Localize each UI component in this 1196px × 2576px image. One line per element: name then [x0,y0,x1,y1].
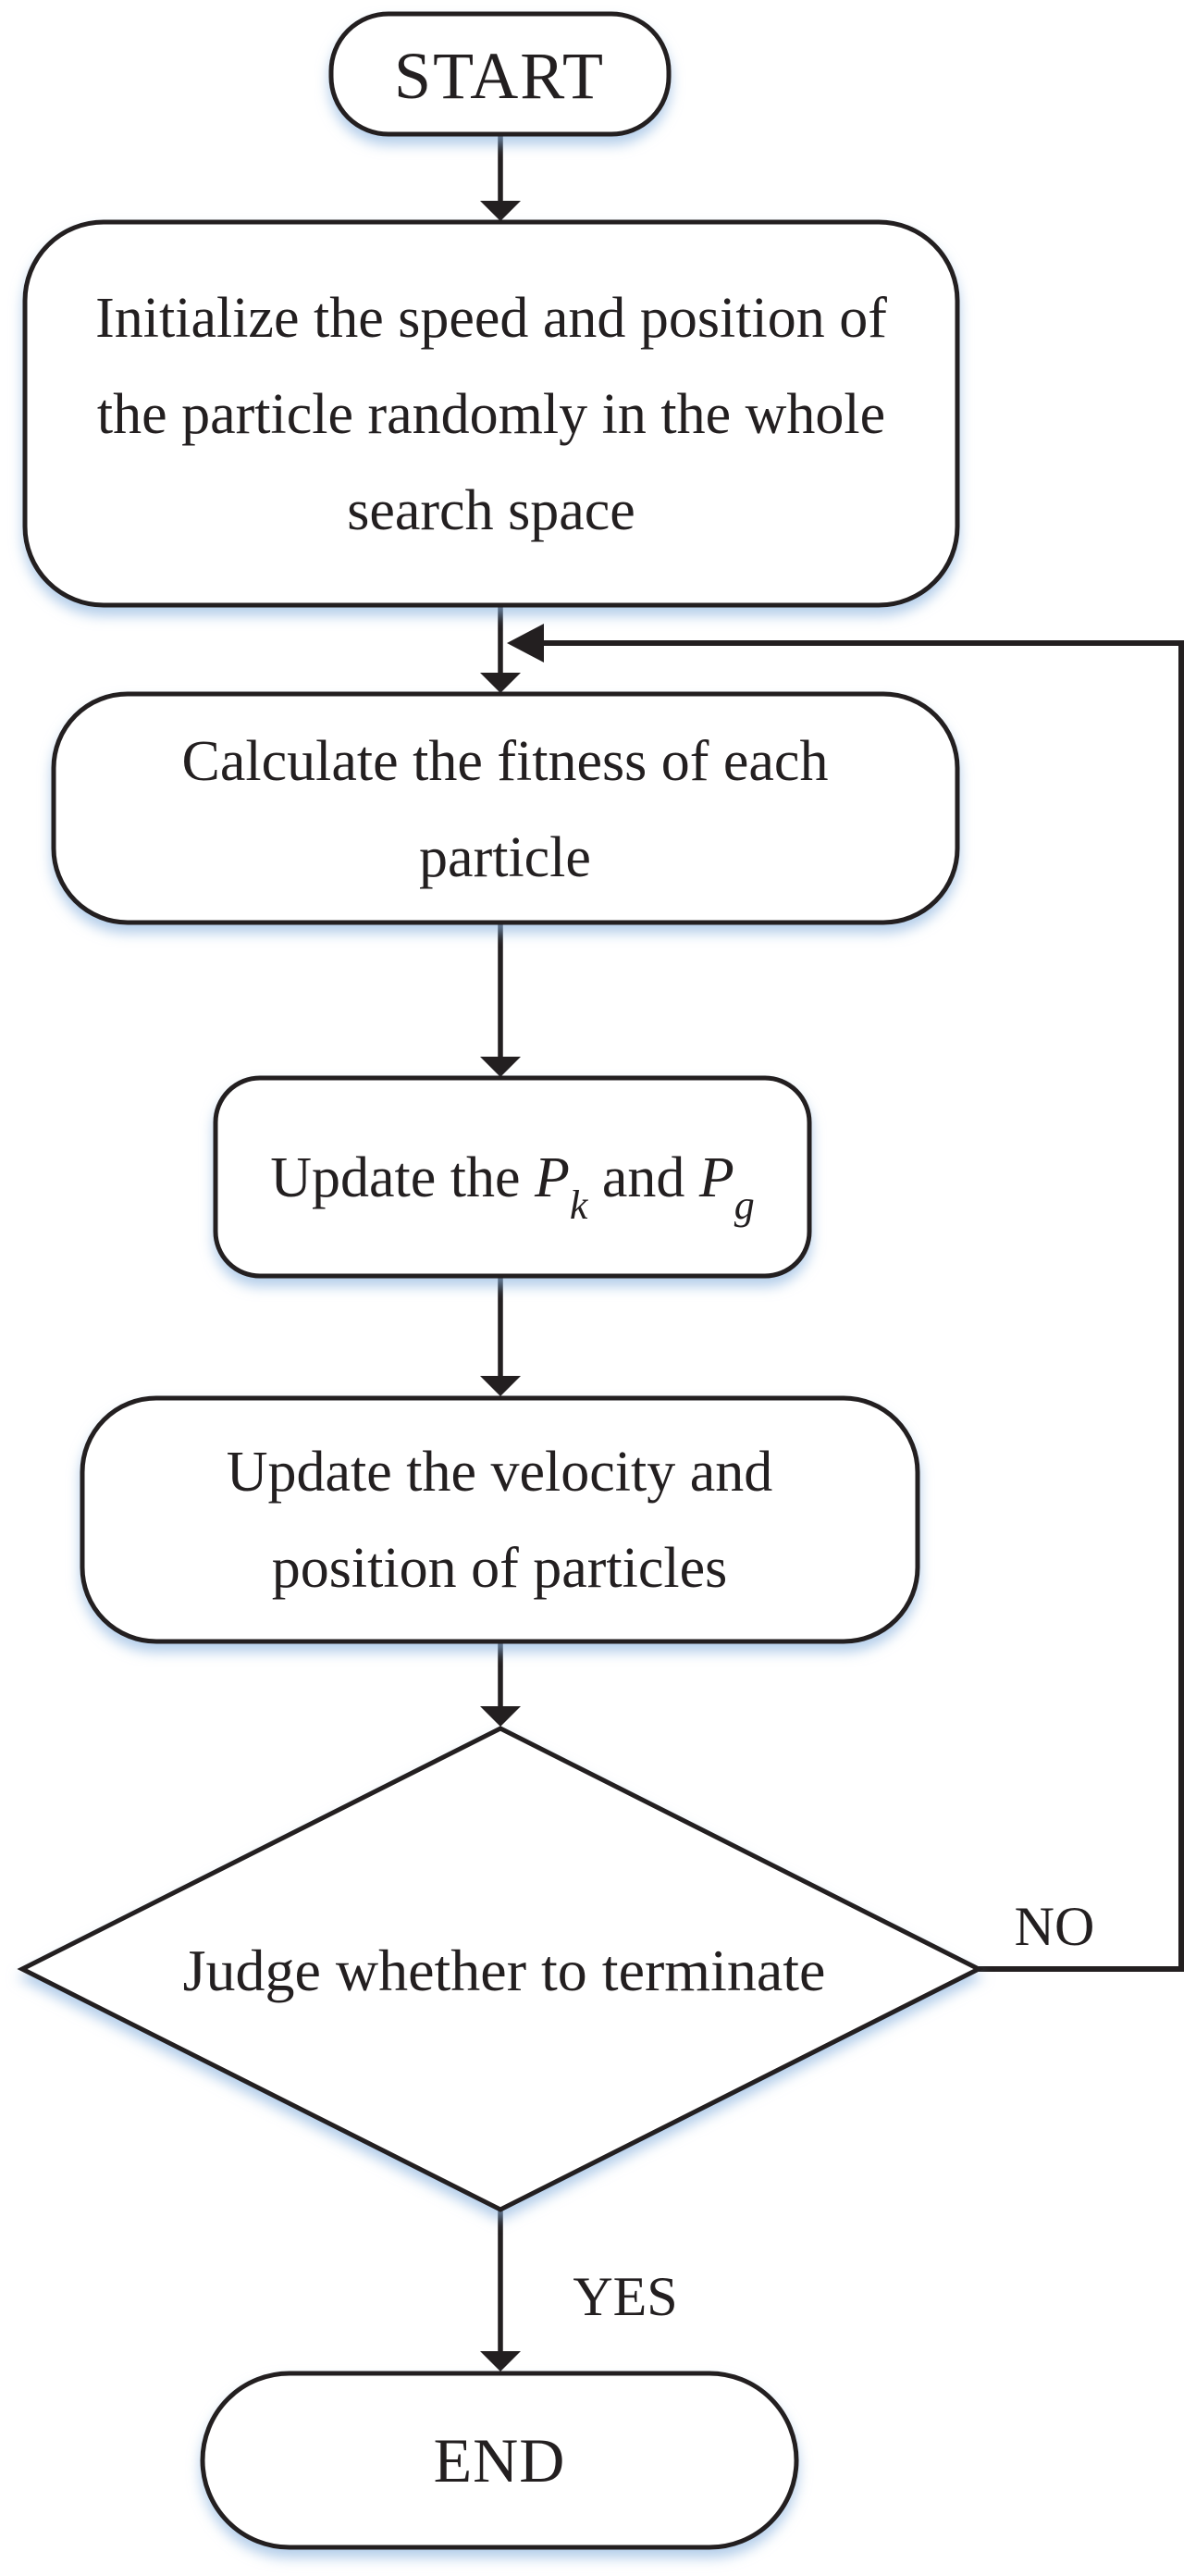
initialize-process-box [22,219,960,608]
arrowhead-down-icon [480,1057,521,1077]
no-edge-label: NO [1015,1896,1095,1957]
pbest-subscript-k: k [570,1183,589,1228]
update-pbest-label: Update the Pk and Pg [270,1146,755,1228]
gbest-symbol: P [698,1146,734,1209]
end-label: END [434,2425,566,2496]
judge-label: Judge whether to terminate [183,1938,826,2003]
initialize-label-line2: the particle randomly in the whole [97,383,885,446]
arrowhead-down-icon [480,673,521,693]
start-terminator [328,11,672,137]
gbest-subscript-g: g [734,1183,755,1228]
calc-fitness-label-line1: Calculate the fitness of each [182,730,829,793]
judge-decision-diamond [17,1726,984,2212]
pbest-symbol: P [534,1146,570,1209]
arrowhead-left-icon [507,624,544,663]
initialize-label-line1: Initialize the speed and position of [95,287,887,350]
arrowhead-down-icon [480,1706,521,1727]
calc-fitness-label-line2: particle [419,826,591,889]
update-velocity-label-line1: Update the velocity and [227,1441,773,1504]
connector-calc-to-update-pbest [480,923,521,1077]
update-pbest-mid: and [587,1146,699,1209]
connector-update-pbest-to-velocity [480,1276,521,1396]
arrowhead-down-icon [480,1376,521,1396]
yes-edge-label: YES [573,2266,677,2327]
connector-initialize-to-calc [480,605,521,693]
arrowhead-down-icon [480,201,521,221]
update-velocity-label: Update the velocity and position of part… [227,1441,773,1600]
update-velocity-label-line2: position of particles [272,1537,727,1600]
start-label: START [394,39,605,113]
initialize-label: Initialize the speed and position of the… [95,287,887,542]
arrowhead-down-icon [480,2351,521,2372]
calc-fitness-label: Calculate the fitness of each particle [182,730,829,889]
connector-judge-yes-to-end [480,2210,521,2372]
connector-no-loop [507,624,1184,1972]
update-pbest-process-box [213,1075,812,1279]
update-velocity-process-box [80,1395,920,1644]
update-pbest-prefix: Update the [270,1146,535,1209]
connector-velocity-to-judge [480,1641,521,1727]
end-terminator [200,2371,799,2550]
initialize-label-line3: search space [347,479,635,542]
calc-fitness-process-box [51,691,960,925]
connector-start-to-initialize [480,134,521,221]
loop-line [544,640,1184,1972]
